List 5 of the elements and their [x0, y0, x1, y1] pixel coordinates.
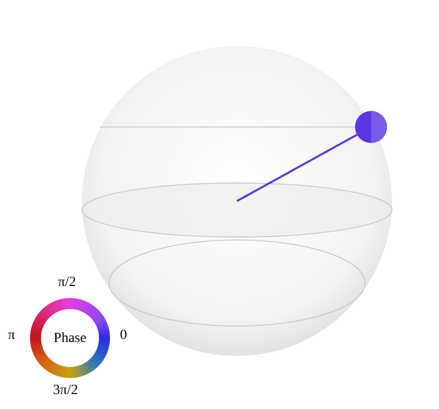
wheel-label: Phase	[54, 330, 86, 348]
phase-angle-label: π	[8, 329, 16, 343]
phase-angle-label: π/2	[58, 276, 76, 290]
phase-angle-label: 3π/2	[53, 384, 78, 398]
phase-angle-label: 0	[120, 329, 127, 343]
